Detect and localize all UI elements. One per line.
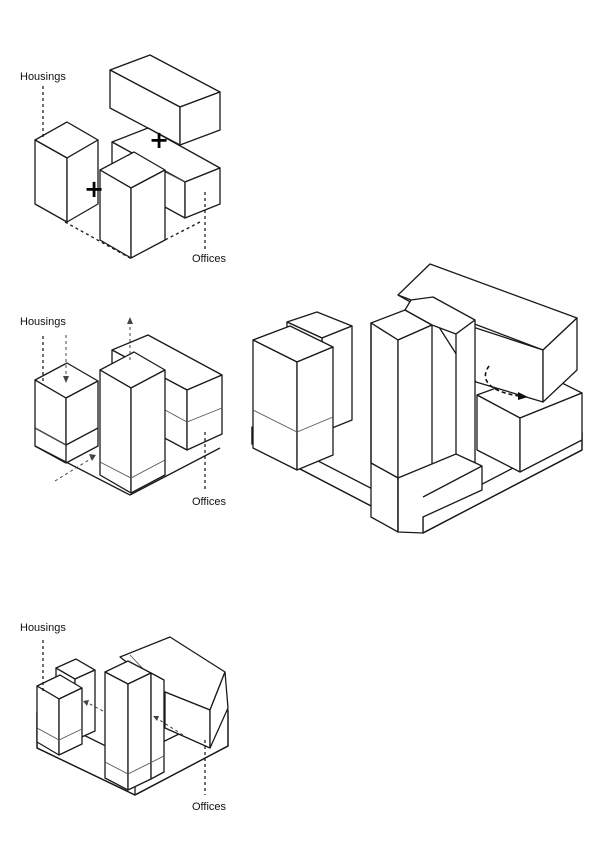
- final-rotation-arrow: [484, 365, 521, 397]
- step-3-housings-label: Housings: [20, 622, 66, 634]
- final-massing-diagram: [251, 263, 583, 534]
- step-3-diagram: Housings Offices: [20, 622, 229, 813]
- step-2-diagram: Housings Offices: [20, 316, 227, 508]
- step-2-arrow-diagonal: [54, 457, 93, 482]
- final-tower-block: [370, 296, 483, 534]
- step-3-tower-block: [104, 660, 165, 791]
- step-2-tower-block: [99, 351, 166, 494]
- step-3-office-block: [119, 636, 229, 749]
- step-3-arrow-right: [157, 718, 184, 736]
- plus-symbol-lower: +: [84, 175, 104, 203]
- step-3-arrow-left: [87, 702, 104, 712]
- step-1-housings-label: Housings: [20, 71, 66, 83]
- final-rotation-arrowhead: [518, 392, 528, 400]
- step-1-offices-label: Offices: [192, 253, 227, 265]
- step-2-arrowhead-up: [127, 317, 133, 324]
- step-2-offices-label: Offices: [192, 496, 227, 508]
- step-3-arrowhead-right: [153, 716, 159, 721]
- step-1-housing-block: [34, 121, 99, 223]
- step-1-tower-block: [99, 151, 166, 259]
- step-3-offices-label: Offices: [192, 801, 227, 813]
- step-2-housings-label: Housings: [20, 316, 66, 328]
- plus-symbol-upper: +: [149, 126, 169, 154]
- step-3-housing-front: [36, 674, 83, 756]
- step-1-floating-office-block: [109, 54, 221, 146]
- final-housing-front: [252, 325, 334, 471]
- step-2-arrowhead-down: [63, 376, 69, 383]
- step-3-arrowhead-left: [83, 700, 89, 706]
- step-1-diagram: + + Housings Offices: [20, 54, 227, 265]
- step-2-arrowhead-diagonal: [89, 454, 96, 461]
